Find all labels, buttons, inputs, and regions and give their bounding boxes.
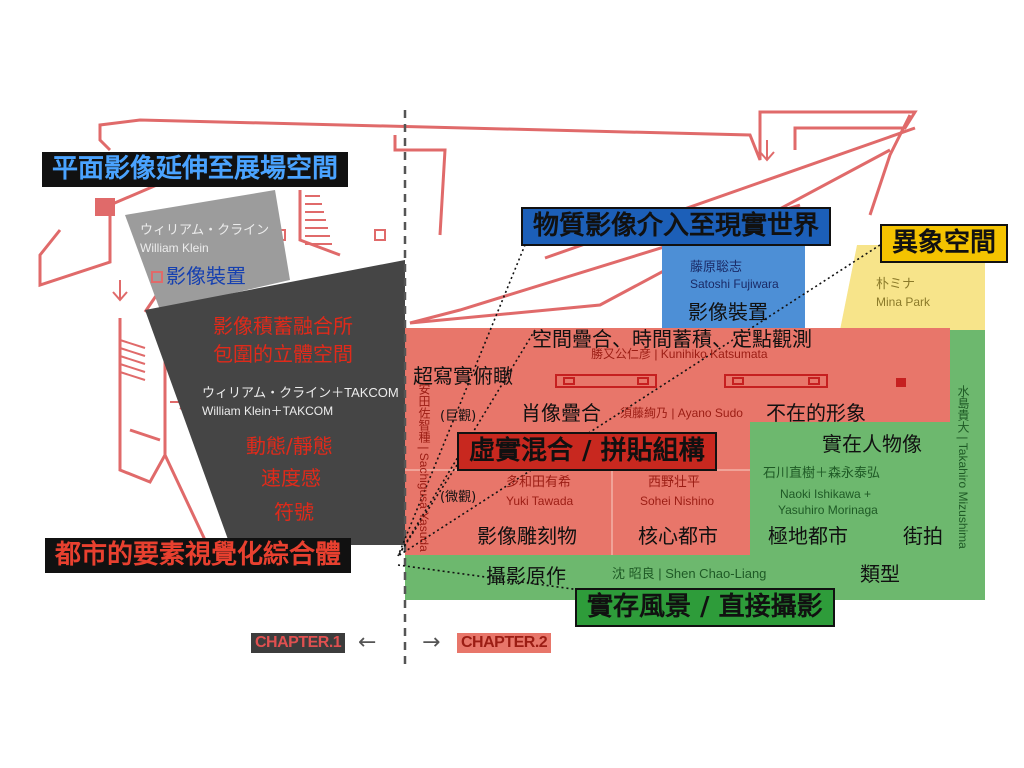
- connector-lines: [397, 239, 881, 591]
- marker-square: [151, 271, 163, 283]
- stairs-2: [119, 339, 146, 381]
- red-macro: (巨觀): [440, 409, 477, 424]
- gray-artist-jp: ウィリアム・クライン: [140, 222, 270, 237]
- tag-mixed-collage: 虛實混合 / 拼貼組構: [457, 432, 717, 472]
- blue-work: 影像裝置: [688, 300, 768, 324]
- green-artists-en-1: Naoki Ishikawa +: [780, 487, 872, 501]
- plan-detail: [555, 374, 828, 388]
- chapter-2-label: CHAPTER.2: [457, 633, 552, 653]
- green-sub-4: 攝影原作: [486, 564, 566, 588]
- yellow-zone-block: [840, 245, 985, 330]
- chapter-1-label: CHAPTER.1: [251, 633, 346, 653]
- gray-work: 影像裝置: [166, 264, 246, 288]
- red-artist-katsumata: 勝又公仁彦 | Kunihiko Katsumata: [591, 347, 768, 361]
- red-sub-2: 肖像疊合: [521, 401, 601, 425]
- green-artists-cn: 石川直樹＋森永泰弘: [763, 465, 881, 480]
- tag-urban-elements: 都市的要素視覺化綜合體: [45, 538, 352, 574]
- red-sub-5: 核心都市: [638, 524, 718, 548]
- red-tawada-en: Yuki Tawada: [506, 494, 574, 508]
- marker-square: [374, 229, 386, 241]
- green-sub-1: 實在人物像: [822, 432, 922, 456]
- red-tawada-cn: 多和田有希: [506, 474, 572, 489]
- yellow-artist-kr: 朴ミナ: [876, 276, 916, 291]
- dark-keyword-1: 動態/靜態: [246, 434, 333, 458]
- tag-real-landscape: 實存風景 / 直接攝影: [575, 588, 835, 628]
- green-sub-5: 類型: [860, 562, 900, 586]
- marker-square: [896, 378, 906, 387]
- dark-heading-2: 包圍的立體空間: [213, 342, 353, 366]
- gray-artist-en: William Klein: [140, 241, 209, 255]
- dark-keyword-2: 速度感: [261, 466, 321, 490]
- green-zone-block: [405, 330, 985, 600]
- dark-artist-jp: ウィリアム・クライン＋TAKCOM: [202, 385, 399, 400]
- red-sub-4: 影像雕刻物: [477, 524, 577, 548]
- dark-heading-1: 影像積蓄融合所: [213, 314, 353, 338]
- red-micro: (微觀): [440, 490, 477, 505]
- green-artist-shen: 沈 昭良 | Shen Chao-Liang: [612, 566, 767, 581]
- yellow-artist-en: Mina Park: [876, 295, 931, 309]
- stairs-1: [305, 195, 332, 245]
- red-artist-sudo: 須藤絢乃 | Ayano Sudo: [620, 406, 743, 420]
- green-artist-mizushima: 水島貴大 | Takahiro Mizushima: [956, 385, 970, 549]
- blue-artist-en: Satoshi Fujiwara: [690, 277, 779, 291]
- green-sub-3: 街拍: [903, 524, 943, 548]
- dark-zone-block: [145, 260, 405, 545]
- red-nishino-cn: 西野壮平: [648, 474, 701, 489]
- tag-physical-image: 物質影像介入至現實世界: [521, 207, 832, 247]
- green-artists-en-2: Yasuhiro Morinaga: [778, 503, 878, 517]
- gray-zone-block: [125, 190, 290, 310]
- red-nishino-en: Sohei Nishino: [640, 494, 715, 508]
- dark-artist-en: William Klein＋TAKCOM: [202, 404, 334, 418]
- tag-plane-to-space: 平面影像延伸至展場空間: [42, 152, 349, 188]
- green-sub-2: 極地都市: [768, 524, 848, 548]
- red-sub-1: 超寫實俯瞰: [413, 364, 513, 388]
- red-sub-3: 不在的形象: [766, 401, 866, 425]
- blue-artist-cn: 藤原聡志: [690, 259, 743, 274]
- arrow-right-icon: →: [422, 630, 441, 655]
- red-theme: 空間疊合、時間蓄積、定點觀測: [532, 327, 812, 351]
- red-artist-yasuda: 安田佐智種 | Sachigusa Yasuda: [417, 383, 431, 552]
- dark-keyword-3: 符號: [274, 500, 314, 524]
- arrow-left-icon: ←: [358, 630, 377, 655]
- blue-zone-block: [662, 243, 805, 328]
- marker-square: [95, 198, 115, 216]
- tag-strange-space: 異象空間: [880, 224, 1009, 264]
